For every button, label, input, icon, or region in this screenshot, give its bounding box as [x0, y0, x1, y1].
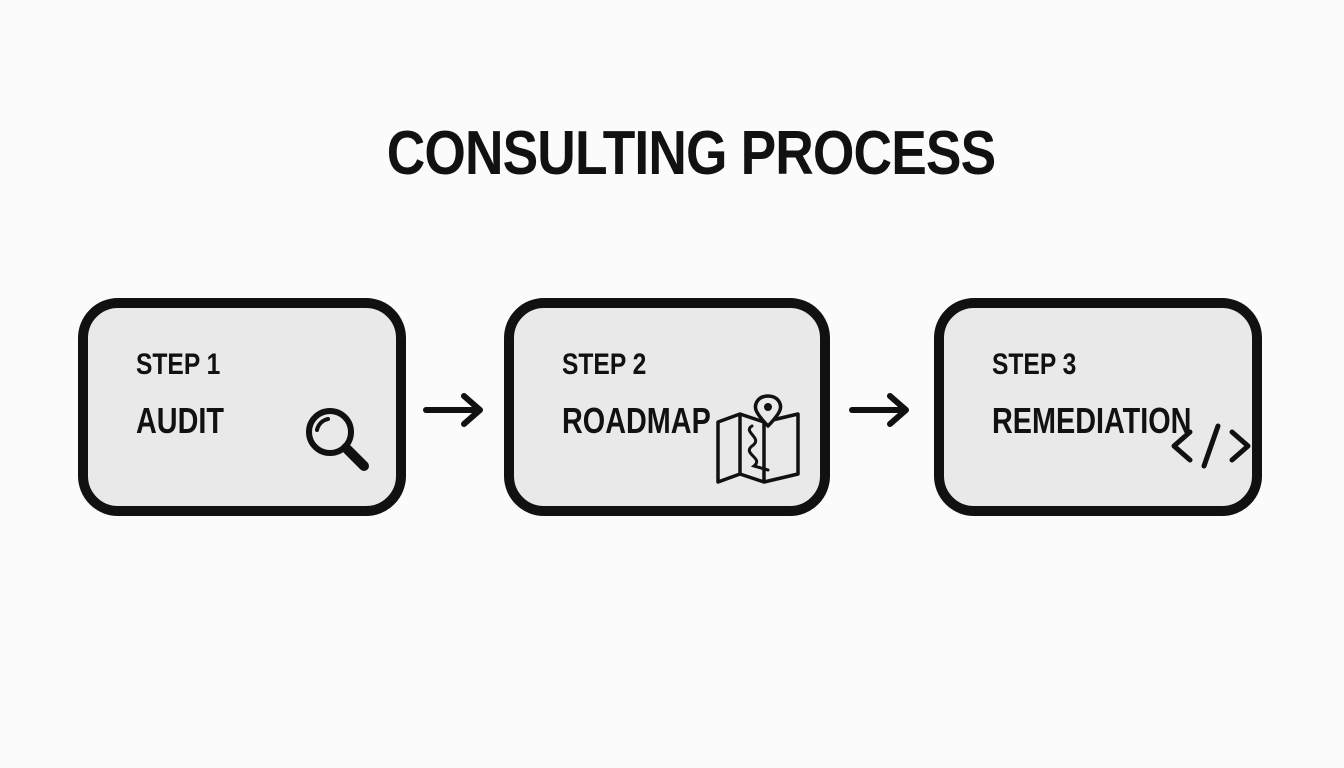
step-number-label: STEP 3 [992, 348, 1077, 381]
diagram-title: CONSULTING PROCESS [386, 119, 996, 188]
step-card-audit: STEP 1 AUDIT [78, 298, 406, 516]
step-number-label: STEP 1 [136, 348, 221, 381]
step-number-label: STEP 2 [562, 348, 647, 381]
step-name-label: ROADMAP [562, 400, 711, 441]
step-card-remediation: STEP 3 REMEDIATION [934, 298, 1262, 516]
step-name-label: REMEDIATION [992, 400, 1192, 441]
step-name-label: AUDIT [136, 400, 224, 441]
map-pin-icon [716, 394, 800, 484]
step-card-roadmap: STEP 2 ROADMAP [504, 298, 830, 516]
code-brackets-icon [1171, 423, 1251, 469]
magnifying-glass-icon [306, 408, 369, 471]
arrow-right-icon [849, 393, 909, 427]
arrow-right-icon [423, 393, 483, 427]
